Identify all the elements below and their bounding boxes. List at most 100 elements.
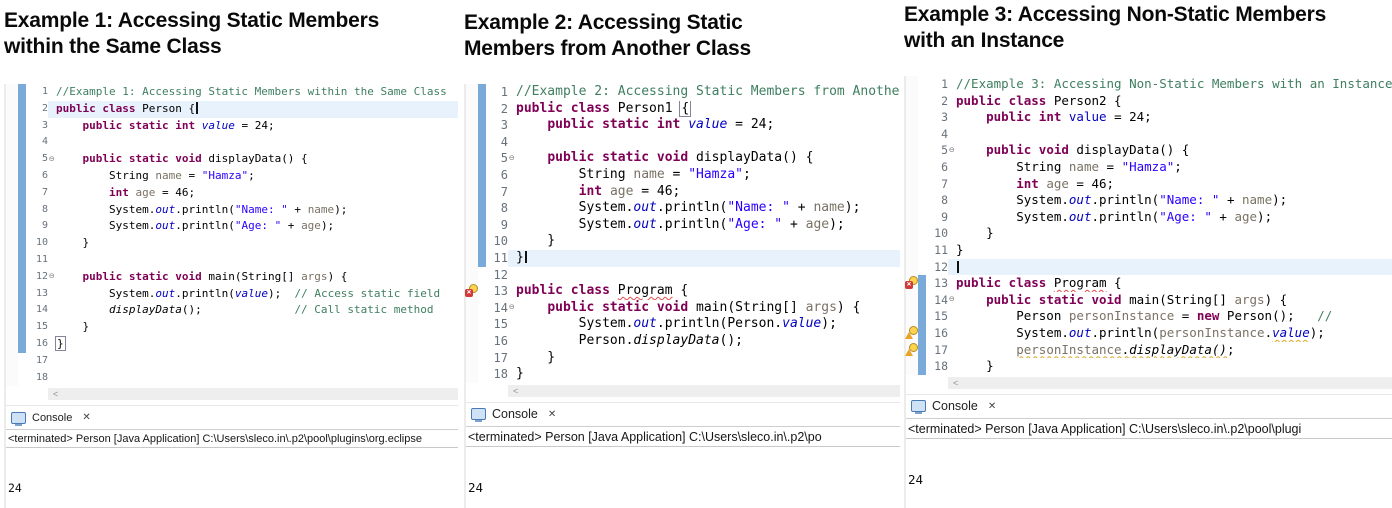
code-line[interactable]: 1//Example 2: Accessing Static Members f… [466, 84, 900, 101]
line-number[interactable]: 1 [941, 77, 948, 91]
line-number[interactable]: 3 [41, 119, 48, 131]
line-number[interactable]: 1 [500, 85, 508, 99]
close-icon[interactable]: ✕ [547, 408, 557, 420]
code-editor[interactable]: 1//Example 2: Accessing Static Members f… [465, 84, 900, 397]
code-lines[interactable]: 1//Example 3: Accessing Non-Static Membe… [905, 76, 1392, 375]
line-number[interactable]: 5⊖ [500, 151, 515, 166]
code-line[interactable]: 16} [6, 335, 458, 353]
fold-minus-icon[interactable]: ⊖ [49, 154, 55, 165]
code-line[interactable]: 12⊖ public static void main(String[] arg… [6, 268, 458, 286]
line-number[interactable]: 8 [941, 193, 948, 208]
code-line[interactable]: 14 displayData(); // Call static method [6, 302, 458, 320]
line-number[interactable]: 2 [500, 101, 508, 116]
code-line[interactable]: 5⊖ public static void displayData() { [466, 150, 900, 167]
code-line[interactable]: 4 [6, 134, 458, 152]
line-number[interactable]: 14⊖ [934, 292, 955, 307]
line-number[interactable]: 9 [941, 209, 948, 224]
code-line[interactable]: 15 } [6, 319, 458, 336]
code-line[interactable]: 1//Example 3: Accessing Non-Static Membe… [906, 76, 1392, 93]
warning-quickfix-icon[interactable] [905, 342, 918, 356]
fold-minus-icon[interactable]: ⊖ [949, 145, 955, 156]
warning-quickfix-icon[interactable] [905, 324, 918, 342]
h-scrollbar[interactable]: < [6, 388, 458, 401]
code-line[interactable]: 8 System.out.println("Name: " + name); [906, 192, 1392, 209]
code-line[interactable]: 8 System.out.println("Name: " + name); [466, 200, 900, 217]
line-number[interactable]: 1 [41, 86, 48, 97]
line-number[interactable]: 11 [493, 250, 508, 265]
line-number[interactable]: 2 [41, 102, 48, 114]
line-number[interactable]: 16 [35, 337, 48, 349]
code-line[interactable]: 5⊖ public static void displayData() { [6, 151, 458, 168]
fold-minus-icon[interactable]: ⊖ [509, 153, 515, 164]
error-quickfix-icon[interactable] [465, 283, 478, 300]
line-number[interactable]: 6 [941, 159, 948, 174]
code-line[interactable]: 6 String name = "Hamza"; [466, 166, 900, 184]
line-number[interactable]: 18 [35, 371, 48, 383]
line-number[interactable]: 11 [934, 242, 948, 257]
line-number[interactable]: 16 [934, 325, 948, 340]
code-editor[interactable]: 1//Example 1: Accessing Static Members w… [6, 84, 458, 401]
h-scrollbar[interactable]: < [466, 384, 900, 397]
code-line[interactable]: 5⊖ public void displayData() { [906, 142, 1392, 159]
scrollbar-track[interactable]: < [948, 376, 1392, 389]
line-number[interactable]: 2 [941, 93, 948, 108]
scroll-left-arrow-icon[interactable]: < [513, 385, 519, 396]
line-number[interactable]: 4 [41, 136, 48, 148]
code-line[interactable]: 9 System.out.println("Age: " + age); [6, 218, 458, 236]
line-number[interactable]: 6 [41, 169, 48, 181]
line-number[interactable]: 17 [493, 350, 508, 365]
error-quickfix-icon[interactable] [905, 276, 918, 290]
line-number[interactable]: 15 [493, 317, 508, 332]
code-line[interactable]: 17 [6, 352, 458, 370]
code-lines[interactable]: 1//Example 1: Accessing Static Members w… [6, 84, 458, 387]
line-number[interactable]: 3 [941, 110, 948, 125]
line-number[interactable]: 15 [934, 309, 948, 324]
line-number[interactable]: 7 [41, 186, 48, 198]
code-line[interactable]: 16 Person.displayData(); [466, 332, 900, 350]
line-number[interactable]: 18 [493, 367, 508, 382]
line-number[interactable]: 12 [934, 259, 948, 274]
code-line[interactable]: 3 public static int value = 24; [466, 117, 900, 134]
code-line[interactable]: 1//Example 1: Accessing Static Members w… [6, 84, 458, 101]
code-line[interactable]: 17 personInstance.displayData(); [905, 341, 1392, 359]
code-editor[interactable]: 1//Example 3: Accessing Non-Static Membe… [905, 76, 1392, 389]
scroll-left-arrow-icon[interactable]: < [53, 389, 59, 400]
line-number[interactable]: 12 [493, 267, 508, 282]
code-lines[interactable]: 1//Example 2: Accessing Static Members f… [465, 84, 900, 383]
warning-quickfix-icon[interactable] [905, 325, 918, 339]
code-line[interactable]: 12 [466, 266, 900, 284]
line-number[interactable]: 10 [35, 237, 48, 249]
line-number[interactable]: 9 [500, 217, 508, 232]
code-line[interactable]: 11} [466, 249, 900, 267]
tab-console[interactable]: Console ✕ [911, 399, 997, 415]
error-quickfix-icon[interactable] [465, 284, 478, 298]
code-line[interactable]: 3 public int value = 24; [906, 109, 1392, 126]
line-number[interactable]: 14 [35, 304, 48, 316]
code-line[interactable]: 7 int age = 46; [6, 184, 458, 202]
line-number[interactable]: 9 [41, 220, 48, 232]
line-number[interactable]: 8 [41, 203, 48, 215]
code-line[interactable]: 13 System.out.println(value); // Access … [6, 285, 458, 303]
code-line[interactable]: 3 public static int value = 24; [6, 117, 458, 135]
code-line[interactable]: 18 [6, 369, 458, 387]
line-number[interactable]: 3 [500, 118, 508, 133]
code-line[interactable]: 4 [466, 133, 900, 151]
code-line[interactable]: 15 Person personInstance = new Person();… [906, 308, 1392, 325]
code-line[interactable]: 4 [906, 125, 1392, 143]
code-line[interactable]: 12 [906, 258, 1392, 276]
line-number[interactable]: 14⊖ [493, 300, 515, 315]
code-line[interactable]: 10 } [906, 225, 1392, 242]
scrollbar-track[interactable]: < [48, 388, 458, 401]
code-line[interactable]: 11} [906, 241, 1392, 259]
line-number[interactable]: 7 [941, 176, 948, 191]
line-number[interactable]: 6 [500, 167, 508, 182]
line-number[interactable]: 13 [493, 284, 508, 299]
line-number[interactable]: 11 [35, 253, 48, 265]
close-icon[interactable]: ✕ [987, 400, 997, 412]
error-quickfix-icon[interactable] [905, 275, 918, 292]
fold-minus-icon[interactable]: ⊖ [49, 271, 55, 282]
